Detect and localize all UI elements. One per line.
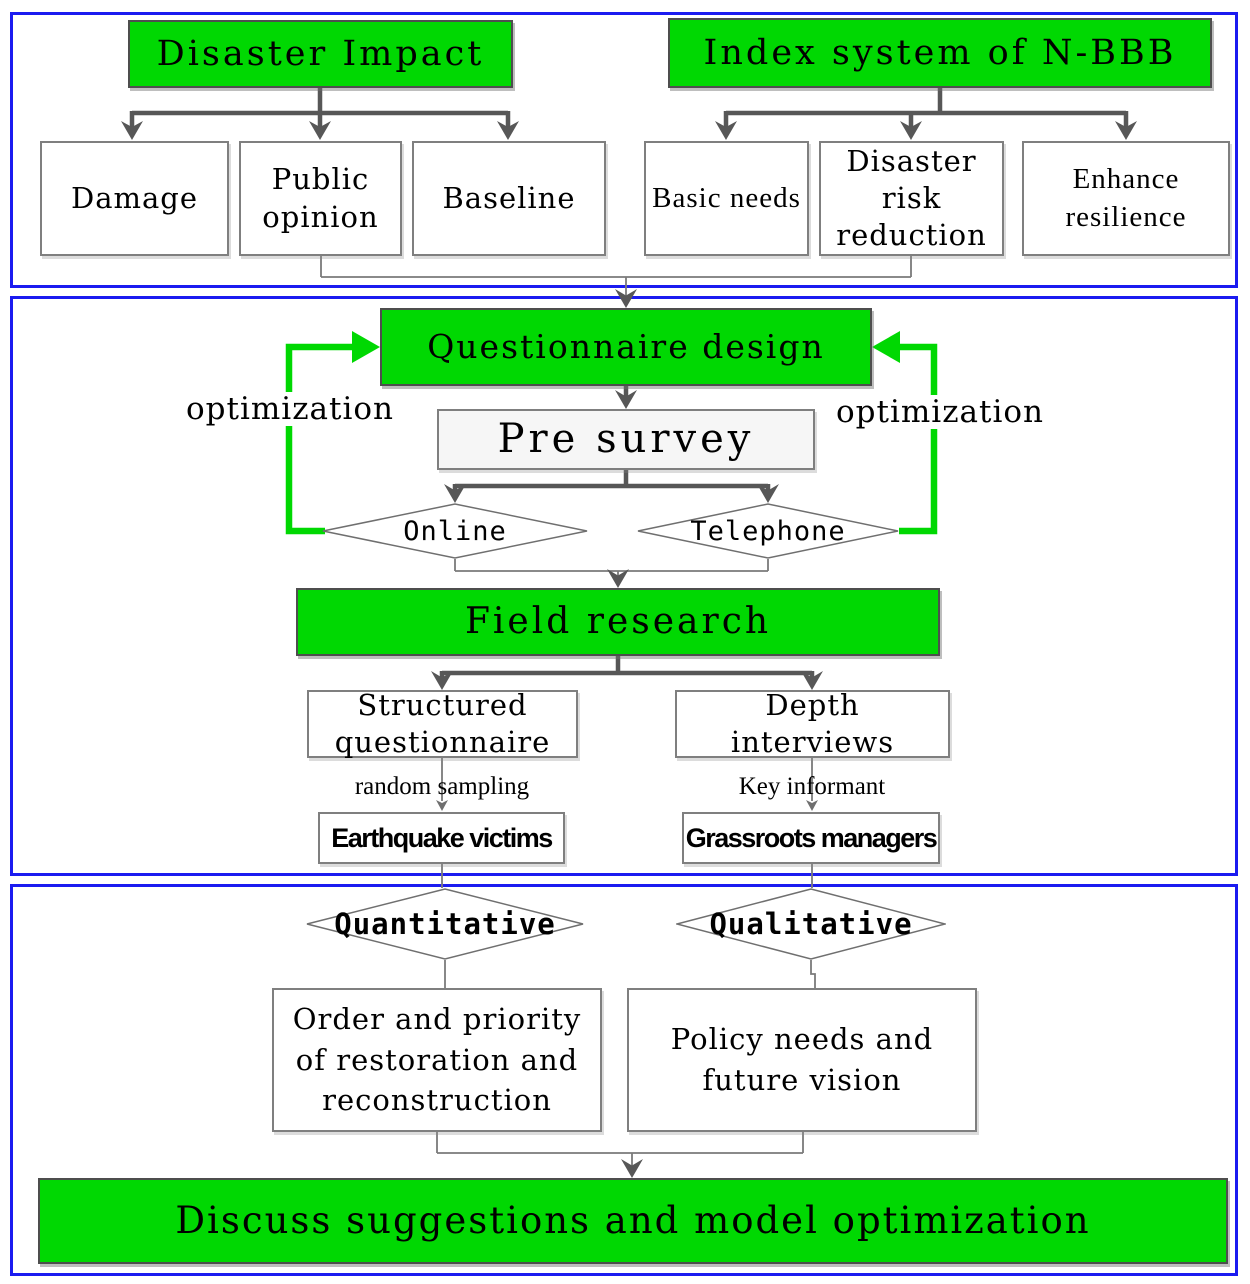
telephone-diamond-shape (637, 503, 899, 559)
telephone-label: Telephone (690, 515, 846, 547)
thin-connectors (320, 256, 912, 1168)
label-optimization-left: optimization (186, 392, 393, 427)
box-index-system: Index system of N-BBB (668, 18, 1212, 88)
discuss-conclusion-label: Discuss suggestions and model optimizati… (175, 1199, 1091, 1243)
box-enhance-resilience: Enhance resilience (1022, 141, 1230, 256)
box-policy-needs: Policy needs and future vision (627, 988, 977, 1132)
box-baseline: Baseline (412, 141, 606, 256)
box-questionnaire-design: Questionnaire design (380, 308, 872, 386)
box-order-priority: Order and priority of restoration and re… (272, 988, 602, 1132)
quantitative-diamond-shape (306, 888, 584, 960)
damage-label: Damage (70, 180, 199, 215)
box-damage: Damage (40, 141, 229, 256)
disaster-impact-label: Disaster Impact (156, 33, 485, 74)
basic-needs-label: Basic needs (652, 181, 801, 214)
diamond-quantitative: Quantitative (306, 888, 584, 960)
structured-questionnaire-label: Structured questionnaire (334, 687, 551, 759)
index-system-label: Index system of N-BBB (703, 32, 1177, 73)
box-grassroots-managers: Grassroots managers (682, 812, 940, 864)
grassroots-managers-label: Grassroots managers (685, 822, 938, 853)
online-label: Online (403, 515, 507, 547)
optimization-loops (285, 343, 938, 535)
diamond-qualitative: Qualitative (676, 888, 946, 960)
key-informant-text: Key informant (738, 773, 886, 800)
section-analysis (10, 884, 1238, 1276)
field-research-label: Field research (464, 600, 772, 642)
optimization-arrowheads (352, 331, 900, 363)
qualitative-diamond-shape (676, 888, 946, 960)
depth-interviews-label: Depth interviews (730, 687, 895, 759)
random-sampling-text: random sampling (354, 773, 530, 800)
pre-survey-label: Pre survey (497, 415, 755, 462)
order-priority-label: Order and priority of restoration and re… (292, 1002, 582, 1118)
box-structured-questionnaire: Structured questionnaire (307, 687, 578, 759)
box-disaster-impact: Disaster Impact (128, 20, 513, 88)
section-framework (10, 12, 1238, 288)
optimization-left-text: optimization (186, 391, 395, 427)
box-disaster-risk-reduction: Disaster risk reduction (819, 141, 1004, 256)
diamond-telephone: Telephone (637, 503, 899, 559)
box-basic-needs: Basic needs (644, 141, 809, 256)
public-opinion-label: Public opinion (262, 162, 379, 234)
label-optimization-right: optimization (836, 395, 1043, 430)
disaster-risk-reduction-label: Disaster risk reduction (836, 143, 987, 253)
small-arrowheads (436, 800, 818, 811)
box-depth-interviews: Depth interviews (675, 687, 950, 759)
qualitative-label: Qualitative (709, 907, 913, 941)
label-random-sampling: random sampling (330, 773, 554, 801)
earthquake-victims-label: Earthquake victims (331, 822, 553, 853)
policy-needs-label: Policy needs and future vision (670, 1022, 934, 1097)
diamond-online: Online (322, 503, 588, 559)
enhance-resilience-label: Enhance resilience (1065, 163, 1187, 233)
tree-connectors (129, 88, 1129, 679)
label-key-informant: Key informant (700, 773, 924, 801)
online-diamond-shape (322, 503, 588, 559)
quantitative-label: Quantitative (334, 907, 556, 941)
baseline-label: Baseline (442, 180, 576, 215)
questionnaire-design-label: Questionnaire design (427, 326, 825, 366)
box-earthquake-victims: Earthquake victims (318, 812, 565, 864)
box-public-opinion: Public opinion (239, 141, 402, 256)
box-pre-survey: Pre survey (437, 409, 815, 470)
arrowheads (121, 121, 1137, 1178)
box-field-research: Field research (296, 588, 940, 656)
box-discuss-conclusion: Discuss suggestions and model optimizati… (38, 1178, 1228, 1264)
optimization-right-text: optimization (836, 394, 1045, 430)
